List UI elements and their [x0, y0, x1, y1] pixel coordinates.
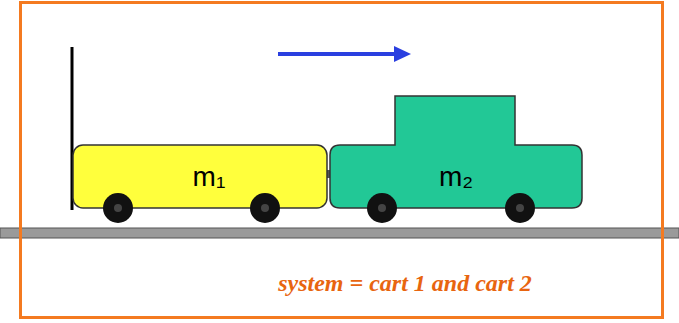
wheel-hub	[261, 204, 269, 212]
wheel-hub	[378, 204, 386, 212]
wheel	[505, 193, 535, 223]
wheel	[367, 193, 397, 223]
system-boundary: system = cart 1 and cart 2 m₁ m₂	[19, 1, 664, 319]
velocity-arrow	[278, 52, 396, 56]
wheel-hub	[114, 204, 122, 212]
mass-label: m₂	[439, 162, 473, 193]
system-label: system = cart 1 and cart 2	[278, 270, 532, 296]
velocity-arrowhead	[394, 46, 411, 62]
cart-body	[330, 96, 582, 208]
wheel	[250, 193, 280, 223]
cart-1: m₁	[73, 145, 327, 208]
track	[0, 228, 679, 238]
wheel-hub	[516, 204, 524, 212]
mass-label: m₁	[193, 162, 226, 193]
cart-2: m₂	[330, 96, 582, 208]
wheel	[103, 193, 133, 223]
